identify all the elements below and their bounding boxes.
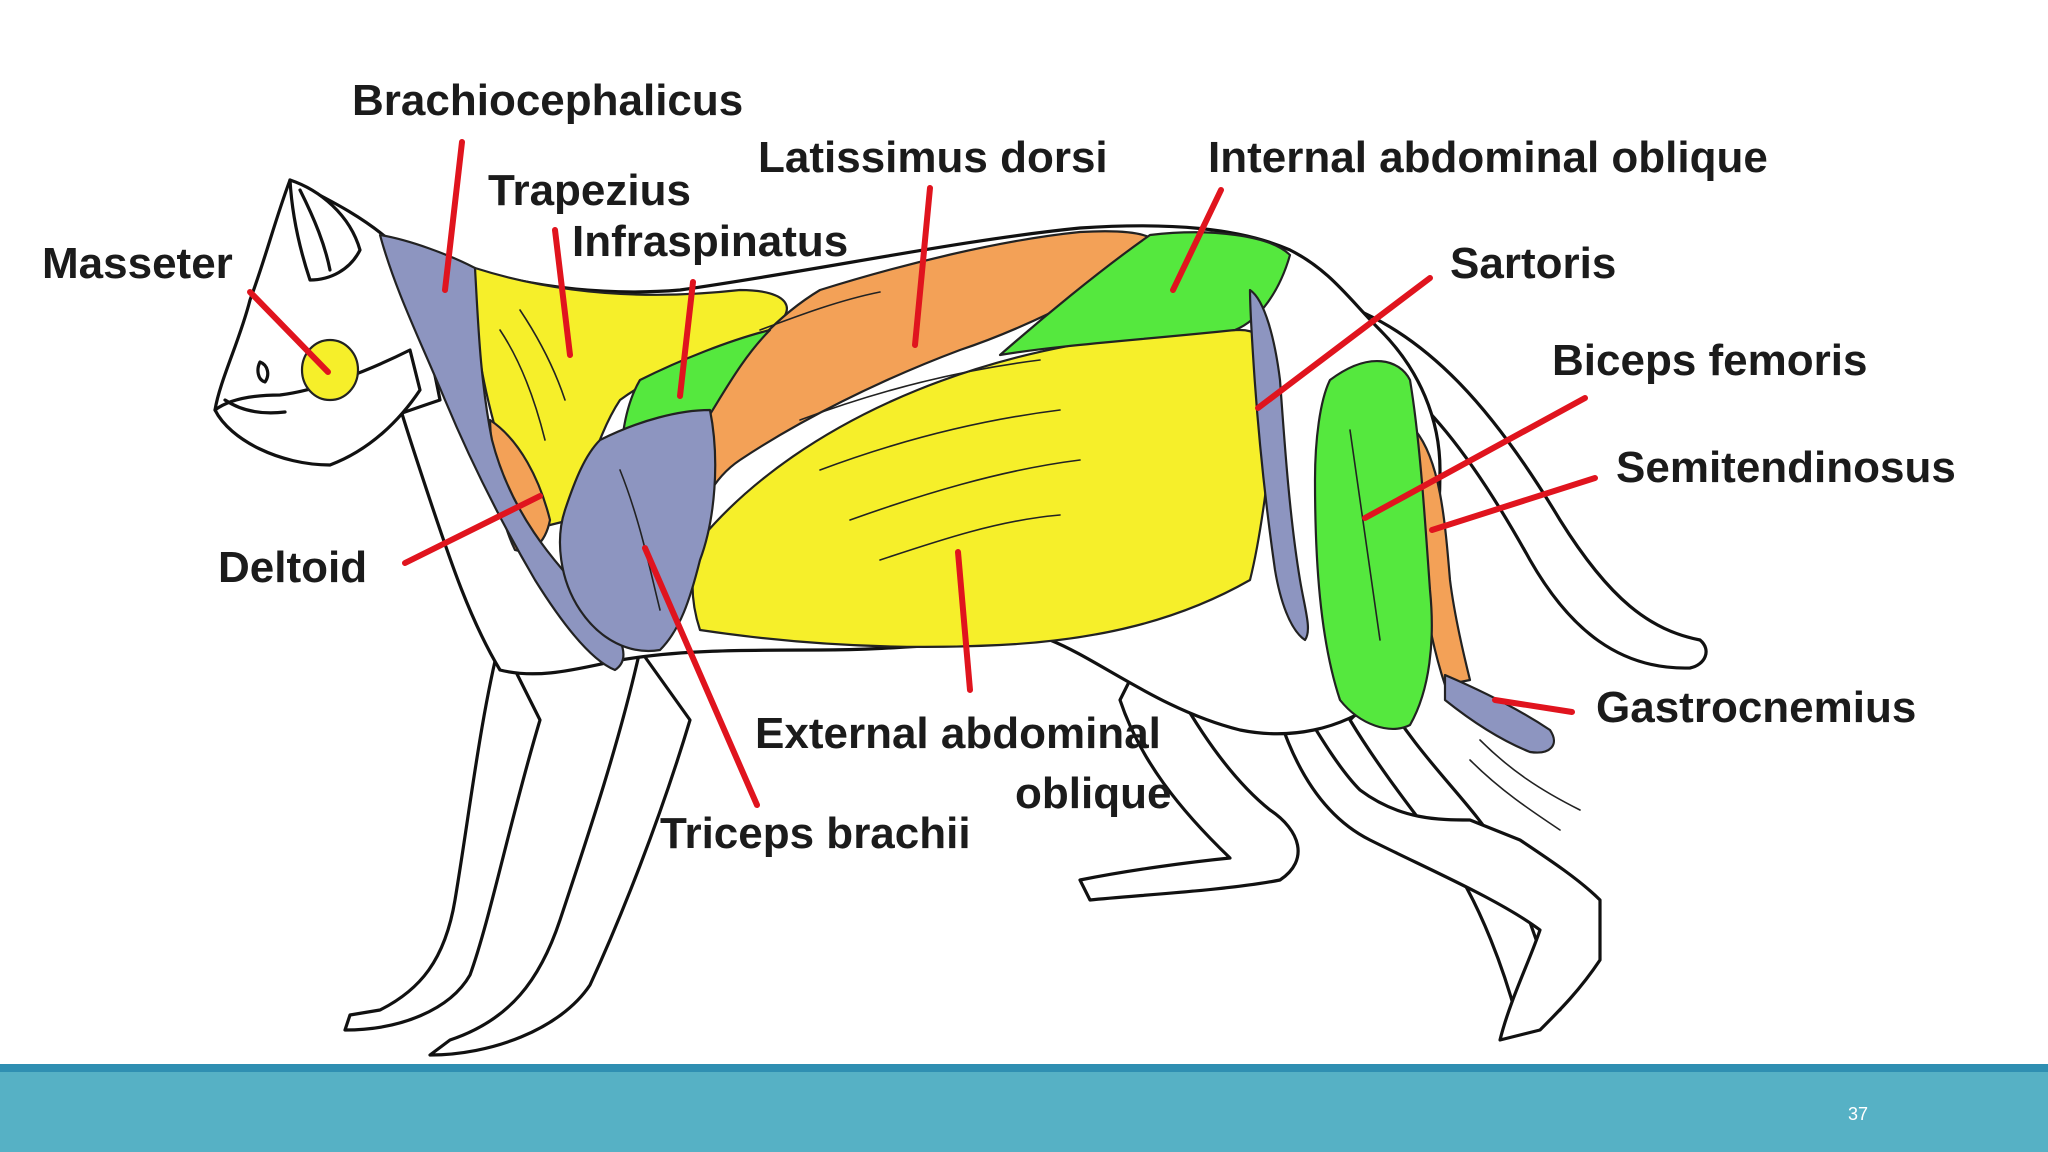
sartoris-label: Sartoris: [1450, 239, 1616, 288]
external-abdominal-oblique-label-line1: External abdominal: [755, 709, 1161, 758]
deltoid-leader: [402, 493, 543, 566]
gastrocnemius-label: Gastrocnemius: [1596, 683, 1916, 732]
biceps-femoris-label: Biceps femoris: [1552, 336, 1867, 385]
footer-band: [0, 1064, 2048, 1152]
semitendinosus-label: Semitendinosus: [1616, 443, 1956, 492]
masseter-leader: [247, 289, 331, 375]
infraspinatus-label: Infraspinatus: [572, 217, 848, 266]
brachiocephalicus-region: [378, 233, 625, 672]
external-oblique-leader: [955, 549, 973, 693]
muscle-fibers: [499, 291, 1581, 831]
triceps-leader: [642, 545, 760, 808]
sartoris-region: [1248, 288, 1309, 642]
sartoris-leader: [1255, 275, 1433, 411]
triceps-brachii-region: [558, 408, 717, 652]
internal-oblique-leader: [1170, 187, 1224, 293]
internal-abdominal-oblique-label: Internal abdominal oblique: [1208, 133, 1768, 182]
latissimus-leader: [912, 185, 933, 348]
biceps-femoris-leader: [1362, 395, 1588, 521]
cat-face: [223, 188, 332, 415]
gastrocnemius-leader: [1492, 697, 1575, 715]
internal-abdominal-oblique-region: [998, 231, 1292, 357]
deltoid-label: Deltoid: [218, 543, 367, 592]
external-abdominal-oblique-label-line2: oblique: [1015, 769, 1171, 818]
page-number: 37: [1847, 1104, 1868, 1124]
infraspinatus-leader: [677, 279, 696, 399]
trapezius-label: Trapezius: [488, 166, 691, 215]
biceps-femoris-region: [1313, 359, 1433, 730]
triceps-brachii-label: Triceps brachii: [660, 809, 971, 858]
semitendinosus-leader: [1429, 475, 1598, 533]
external-abdominal-oblique-region: [691, 328, 1278, 648]
trapezius-leader: [552, 227, 573, 358]
muscle-regions: [300, 230, 1555, 754]
leader-lines: [247, 139, 1598, 808]
latissimus-dorsi-label: Latissimus dorsi: [758, 133, 1108, 182]
masseter-label: Masseter: [42, 239, 233, 288]
brachiocephalicus-label: Brachiocephalicus: [352, 76, 743, 125]
gastrocnemius-region: [1443, 673, 1555, 754]
brachiocephalicus-leader: [442, 139, 465, 293]
labels: Masseter Brachiocephalicus Trapezius Inf…: [42, 76, 1956, 858]
